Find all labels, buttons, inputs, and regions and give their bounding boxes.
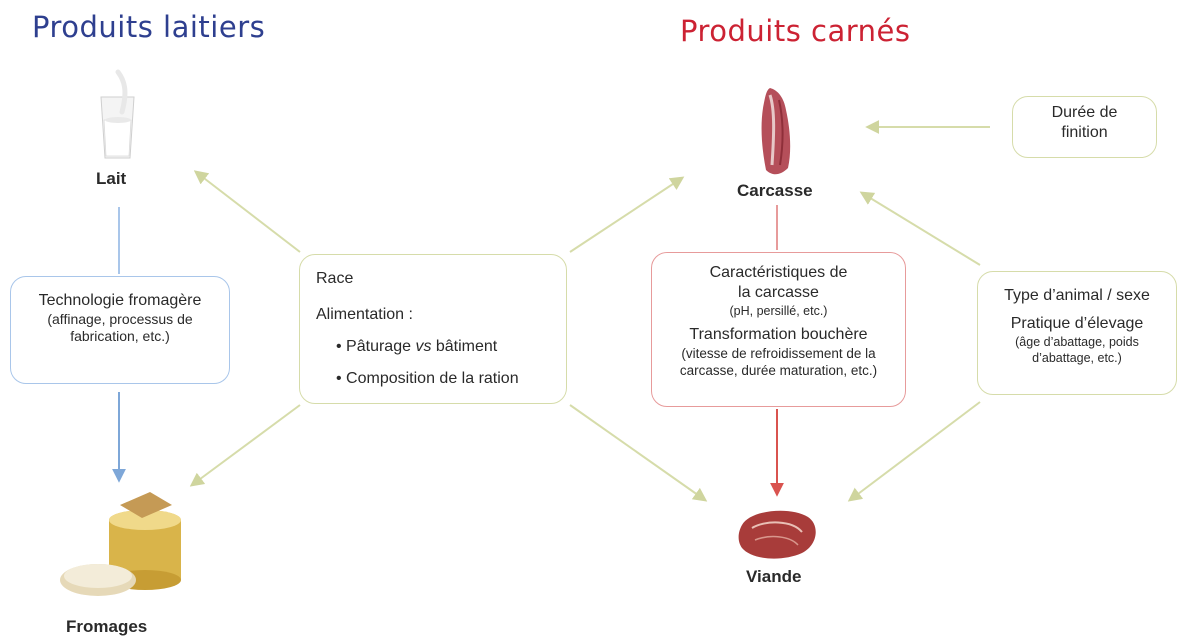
milk-glass-icon: [101, 72, 134, 158]
transformation-title: Transformation bouchère: [652, 325, 905, 345]
technologie-fromagere-box: Technologie fromagère (affinage, process…: [10, 276, 230, 384]
dairy-products-heading: Produits laitiers: [32, 10, 265, 44]
race-line: Race: [316, 269, 550, 289]
carcass-icon: [762, 88, 791, 174]
caracteristiques-title: Caractéristiques de la carcasse: [652, 263, 905, 303]
arrow-race-viande: [570, 405, 705, 500]
race-alimentation-box: Race Alimentation : • Pâturage vs bâtime…: [299, 254, 567, 404]
pratique-elevage-line: Pratique d’élevage: [978, 314, 1176, 334]
arrow-race-lait: [196, 172, 300, 252]
paturage-bullet: • Pâturage vs bâtiment: [316, 337, 550, 357]
transformation-detail: (vitesse de refroidissement de la carcas…: [652, 345, 905, 379]
meat-products-heading: Produits carnés: [680, 14, 911, 48]
type-animal-line: Type d’animal / sexe: [978, 286, 1176, 306]
duree-finition-box: Durée de finition: [1012, 96, 1157, 158]
composition-bullet: • Composition de la ration: [316, 369, 550, 389]
meat-icon: [739, 511, 816, 559]
cheese-icon: [60, 492, 181, 596]
alimentation-line: Alimentation :: [316, 305, 550, 325]
arrow-type-viande: [850, 402, 980, 500]
caracteristiques-carcasse-box: Caractéristiques de la carcasse (pH, per…: [651, 252, 906, 407]
pratique-elevage-detail: (âge d’abattage, poids d’abattage, etc.): [978, 334, 1176, 366]
lait-label: Lait: [96, 169, 126, 189]
arrow-race-carcasse: [570, 178, 682, 252]
carcasse-label: Carcasse: [737, 181, 813, 201]
arrow-race-fromages: [192, 405, 300, 485]
fromages-label: Fromages: [66, 617, 147, 637]
caracteristiques-detail: (pH, persillé, etc.): [652, 303, 905, 319]
technologie-title: Technologie fromagère: [39, 292, 202, 309]
technologie-detail: (affinage, processus de fabrication, etc…: [11, 311, 229, 345]
duree-finition-text: Durée de finition: [1013, 103, 1156, 143]
viande-label: Viande: [746, 567, 801, 587]
type-animal-box: Type d’animal / sexe Pratique d’élevage …: [977, 271, 1177, 395]
